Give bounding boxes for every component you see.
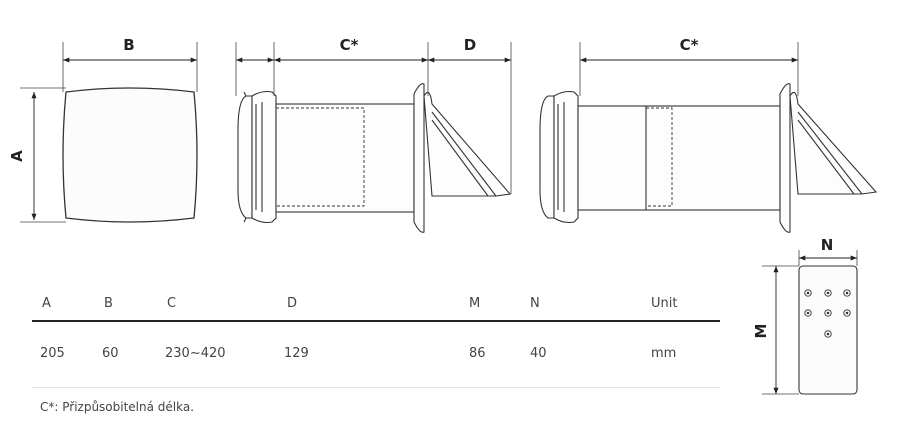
side-view-right xyxy=(539,83,878,233)
side-view-middle xyxy=(237,83,512,233)
dim-label-n: N xyxy=(821,236,834,254)
dim-label-d: D xyxy=(464,36,476,54)
remote-control xyxy=(762,250,858,395)
dim-label-c-star-right: C* xyxy=(680,36,699,54)
side-view-right-dimensions xyxy=(579,42,799,96)
dim-label-b: B xyxy=(123,36,134,54)
dim-label-a: A xyxy=(8,150,26,162)
dim-label-m: M xyxy=(752,324,770,339)
dim-label-c-star-left: C* xyxy=(340,36,359,54)
remote-buttons xyxy=(804,289,851,338)
side-view-middle-dimensions xyxy=(235,42,512,194)
front-view xyxy=(20,42,198,223)
footnote: C*: Přizpůsobitelná délka. xyxy=(40,400,195,414)
